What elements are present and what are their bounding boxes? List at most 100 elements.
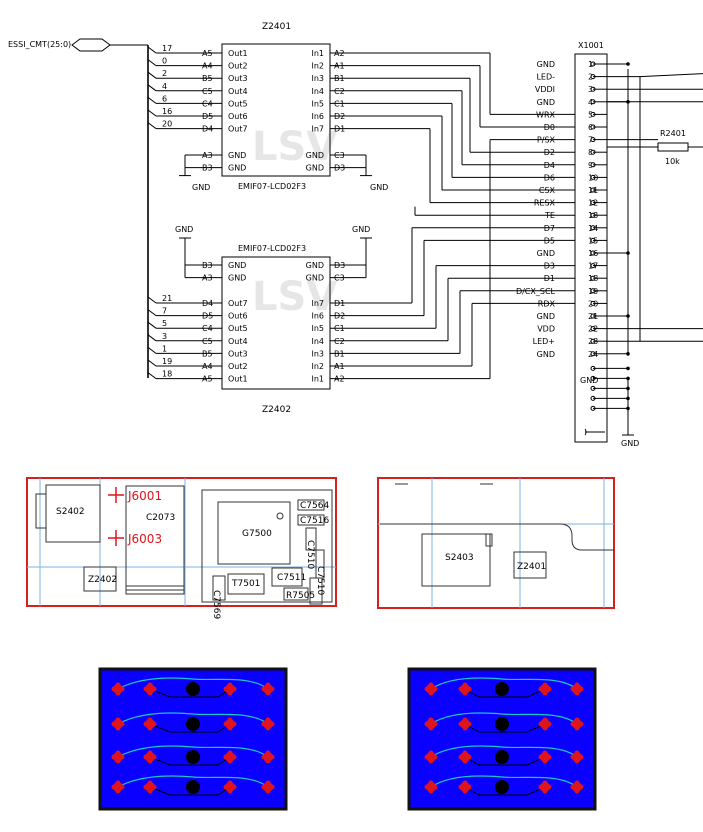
pad-lobe <box>542 682 548 688</box>
trace <box>149 756 231 766</box>
z2401-ref: Z2401 <box>262 22 291 32</box>
pad <box>145 752 155 762</box>
pad-lobe <box>227 758 233 764</box>
pad-lobe <box>428 725 434 731</box>
pin-out5: Out5 <box>228 99 248 108</box>
pad <box>263 719 273 729</box>
pad <box>572 782 582 792</box>
bus-index-5: 5 <box>162 319 167 328</box>
pad-lobe <box>265 690 271 696</box>
pin-in4: In4 <box>311 87 324 96</box>
pad <box>426 752 436 762</box>
pin-out5: Out5 <box>228 324 248 333</box>
x1001-pin-9: 9 <box>588 161 593 170</box>
pad-lobe <box>458 721 464 727</box>
pin-out1: Out1 <box>228 49 248 58</box>
component-label-c7510: C7510 <box>305 540 315 569</box>
pad-lobe <box>574 758 580 764</box>
pad-lobe <box>462 788 468 794</box>
pad-lobe <box>119 721 125 727</box>
pad <box>540 752 550 762</box>
trace <box>117 775 269 788</box>
led-net <box>639 73 703 78</box>
x1001-pin-1: 1 <box>588 60 593 69</box>
pin-gnd: GND <box>306 151 324 160</box>
pin-out4: Out4 <box>228 337 248 346</box>
pad <box>263 752 273 762</box>
pad-lobe <box>542 780 548 786</box>
pad-lobe <box>458 754 464 760</box>
pin-out7: Out7 <box>228 125 248 134</box>
bus-entry <box>147 109 157 117</box>
bus-index-0: 0 <box>162 57 167 66</box>
pin-gnd: GND <box>306 164 324 173</box>
footprints <box>98 667 597 811</box>
pad-lobe <box>570 686 576 692</box>
junction <box>626 62 630 66</box>
pad-lobe <box>151 686 157 692</box>
bus-entry <box>147 334 157 342</box>
pad-lobe <box>432 686 438 692</box>
pad-lobe <box>574 725 580 731</box>
pad-lobe <box>424 754 430 760</box>
pin-gnd: GND <box>228 151 246 160</box>
component-label-c7569: C7569 <box>211 590 221 619</box>
bus-index-16: 16 <box>162 107 172 116</box>
pin-in4: In4 <box>311 337 324 346</box>
pin-in2: In2 <box>311 362 324 371</box>
pad-lobe <box>462 682 468 688</box>
trace <box>430 775 578 788</box>
bus-entry <box>147 372 157 380</box>
gnd-label: GND <box>175 225 193 234</box>
bus-index-7: 7 <box>162 307 167 316</box>
bus-entry <box>147 46 157 54</box>
pad-lobe <box>147 788 153 794</box>
pad-lobe <box>574 690 580 696</box>
component-label-c7511: C7511 <box>277 573 306 583</box>
trace <box>464 723 546 733</box>
pad <box>540 719 550 729</box>
bus-entry <box>147 321 157 329</box>
pad-lobe <box>466 721 472 727</box>
pad <box>540 684 550 694</box>
z2402-part: EMIF07-LCD02F3 <box>238 244 306 253</box>
pad-lobe <box>574 788 580 794</box>
pad-lobe <box>269 721 275 727</box>
pad-lobe <box>458 784 464 790</box>
pad-lobe <box>147 690 153 696</box>
pad-lobe <box>231 754 237 760</box>
x1001-ref: X1001 <box>578 41 604 50</box>
via <box>495 717 509 731</box>
pin-gnd: GND <box>306 274 324 283</box>
bus-index-6: 6 <box>162 94 167 103</box>
marker-j6001: J6001 <box>127 489 162 503</box>
bus-index-21: 21 <box>162 294 172 303</box>
bus-index-20: 20 <box>162 120 172 129</box>
gnd-label: GND <box>352 225 370 234</box>
pin-out6: Out6 <box>228 112 248 121</box>
pad-lobe <box>542 758 548 764</box>
pad-lobe <box>542 725 548 731</box>
pad-lobe <box>424 686 430 692</box>
pad-lobe <box>462 750 468 756</box>
z2402-ref: Z2402 <box>262 405 291 415</box>
pad-lobe <box>111 686 117 692</box>
pin-in3: In3 <box>311 349 324 358</box>
pad-lobe <box>538 754 544 760</box>
r2401-ref: R2401 <box>660 129 686 138</box>
pad <box>263 684 273 694</box>
pad-lobe <box>466 754 472 760</box>
bus-label: ESSI_CMT(25:0) <box>8 40 71 49</box>
gnd-label: GND <box>192 183 210 192</box>
x1001-gnd-label: GND <box>621 439 639 448</box>
via <box>495 780 509 794</box>
pad-lobe <box>147 725 153 731</box>
pad-lobe <box>111 721 117 727</box>
bus-index-18: 18 <box>162 370 172 379</box>
pin-gnd: GND <box>228 261 246 270</box>
pin-out2: Out2 <box>228 362 248 371</box>
bus-entry <box>147 84 157 92</box>
pad-lobe <box>143 784 149 790</box>
pad-lobe <box>432 784 438 790</box>
bus-index-19: 19 <box>162 357 172 366</box>
